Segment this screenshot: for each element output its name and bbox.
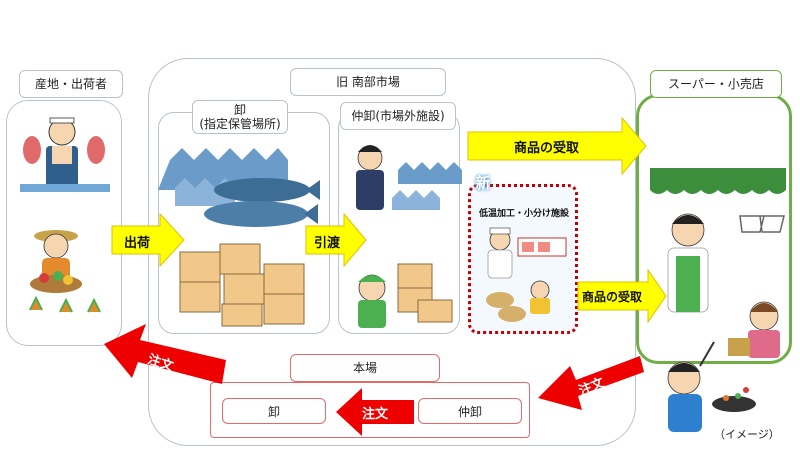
fisherman-illustration: [20, 117, 110, 192]
green-worker-illustration: [358, 274, 392, 328]
cook-illustration: [667, 341, 756, 432]
transfer-label: 引渡: [314, 236, 341, 251]
arrow-transfer: [305, 212, 367, 268]
main-intermediate-label: 仲卸: [418, 398, 522, 424]
main-market-label: 本場: [290, 354, 440, 382]
arrow-order-center: [336, 388, 414, 436]
arrow-receive-top: [467, 116, 647, 176]
intermediate-worker-illustration: [356, 145, 462, 210]
image-caption: （イメージ）: [714, 428, 780, 441]
arrow-receive-mid: [577, 268, 667, 324]
supermarket-label: スーパー・小売店: [650, 70, 782, 98]
main-wholesaler-label: 卸: [222, 398, 326, 424]
fish-pile-illustration: [158, 148, 320, 227]
arrow-shipment: [111, 212, 185, 268]
intermediate-boxes-illustration: [397, 263, 453, 323]
processing-label: 低温加工・小分け施設: [478, 209, 569, 219]
new-badge: 新: [475, 174, 491, 192]
receive-mid-label: 商品の受取: [582, 290, 643, 304]
order-center-label: 注文: [362, 407, 389, 422]
receive-top-label: 商品の受取: [514, 141, 580, 156]
processing-panel: [468, 184, 578, 334]
arrow-order-left: [104, 324, 226, 384]
processing-illustration: [486, 227, 567, 322]
arrow-order-right: [538, 356, 644, 410]
farmer-illustration: [29, 230, 101, 313]
origin-label: 産地・出荷者: [19, 70, 123, 98]
boxes-illustration: [179, 243, 305, 327]
wholesaler-label: 卸 (指定保管場所): [192, 100, 288, 134]
market-title: 旧 南部市場: [290, 68, 446, 96]
supermarket-illustration: [650, 168, 786, 358]
intermediate-label: 仲卸(市場外施設): [340, 102, 456, 130]
shipment-label: 出荷: [124, 236, 151, 251]
